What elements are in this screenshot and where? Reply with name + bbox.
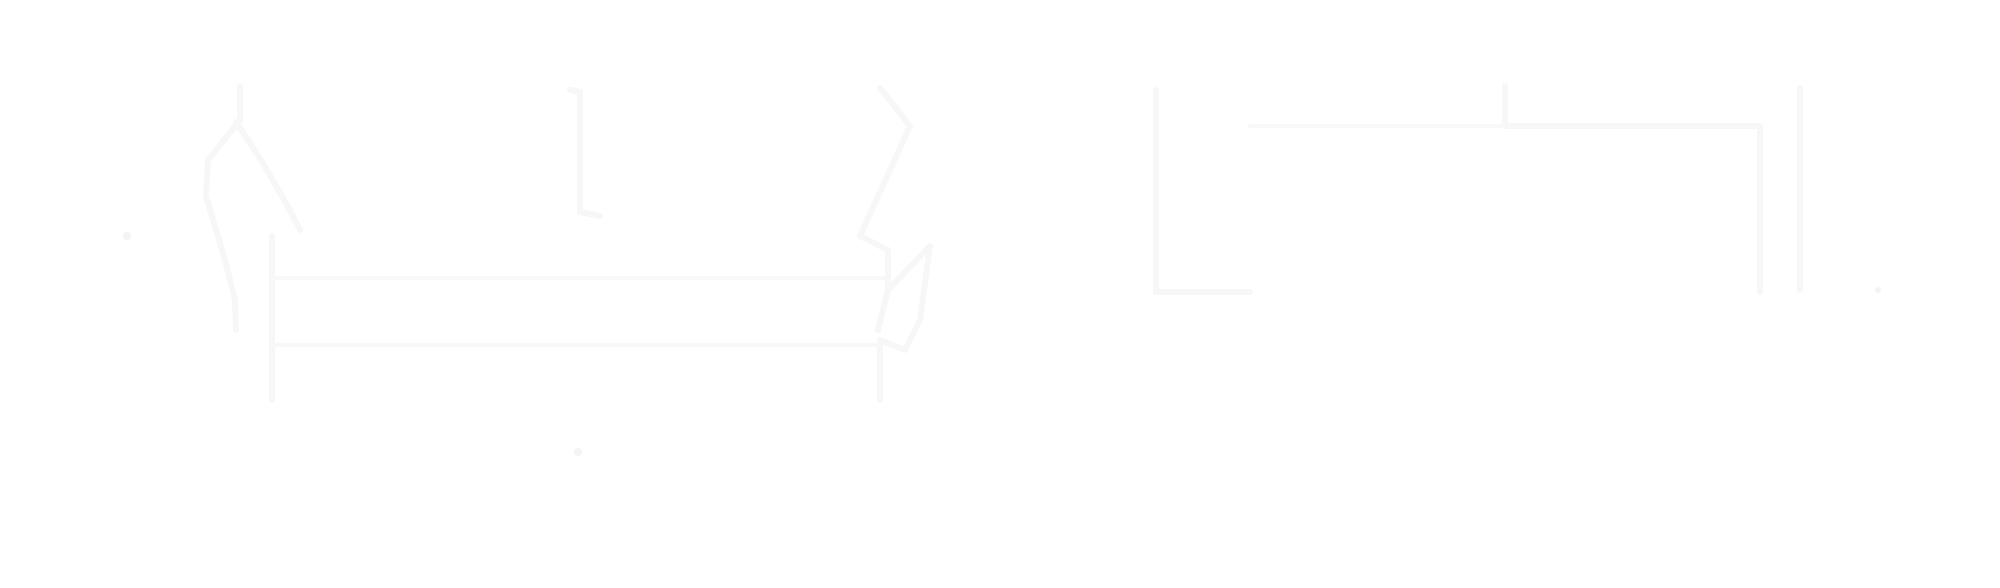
center-post-stroke [567,87,603,219]
left-marker-dot [123,232,131,240]
inner-notch-stroke [1502,83,1763,295]
left-arch-stroke [233,119,303,233]
right-marker-dot [1875,287,1881,293]
right-outline-stroke [857,85,913,333]
right-bracket-stroke [877,243,933,403]
outer-frame-stroke [1153,87,1253,295]
left-outline-stroke [203,83,243,333]
bottom-marker-dot [574,448,582,456]
